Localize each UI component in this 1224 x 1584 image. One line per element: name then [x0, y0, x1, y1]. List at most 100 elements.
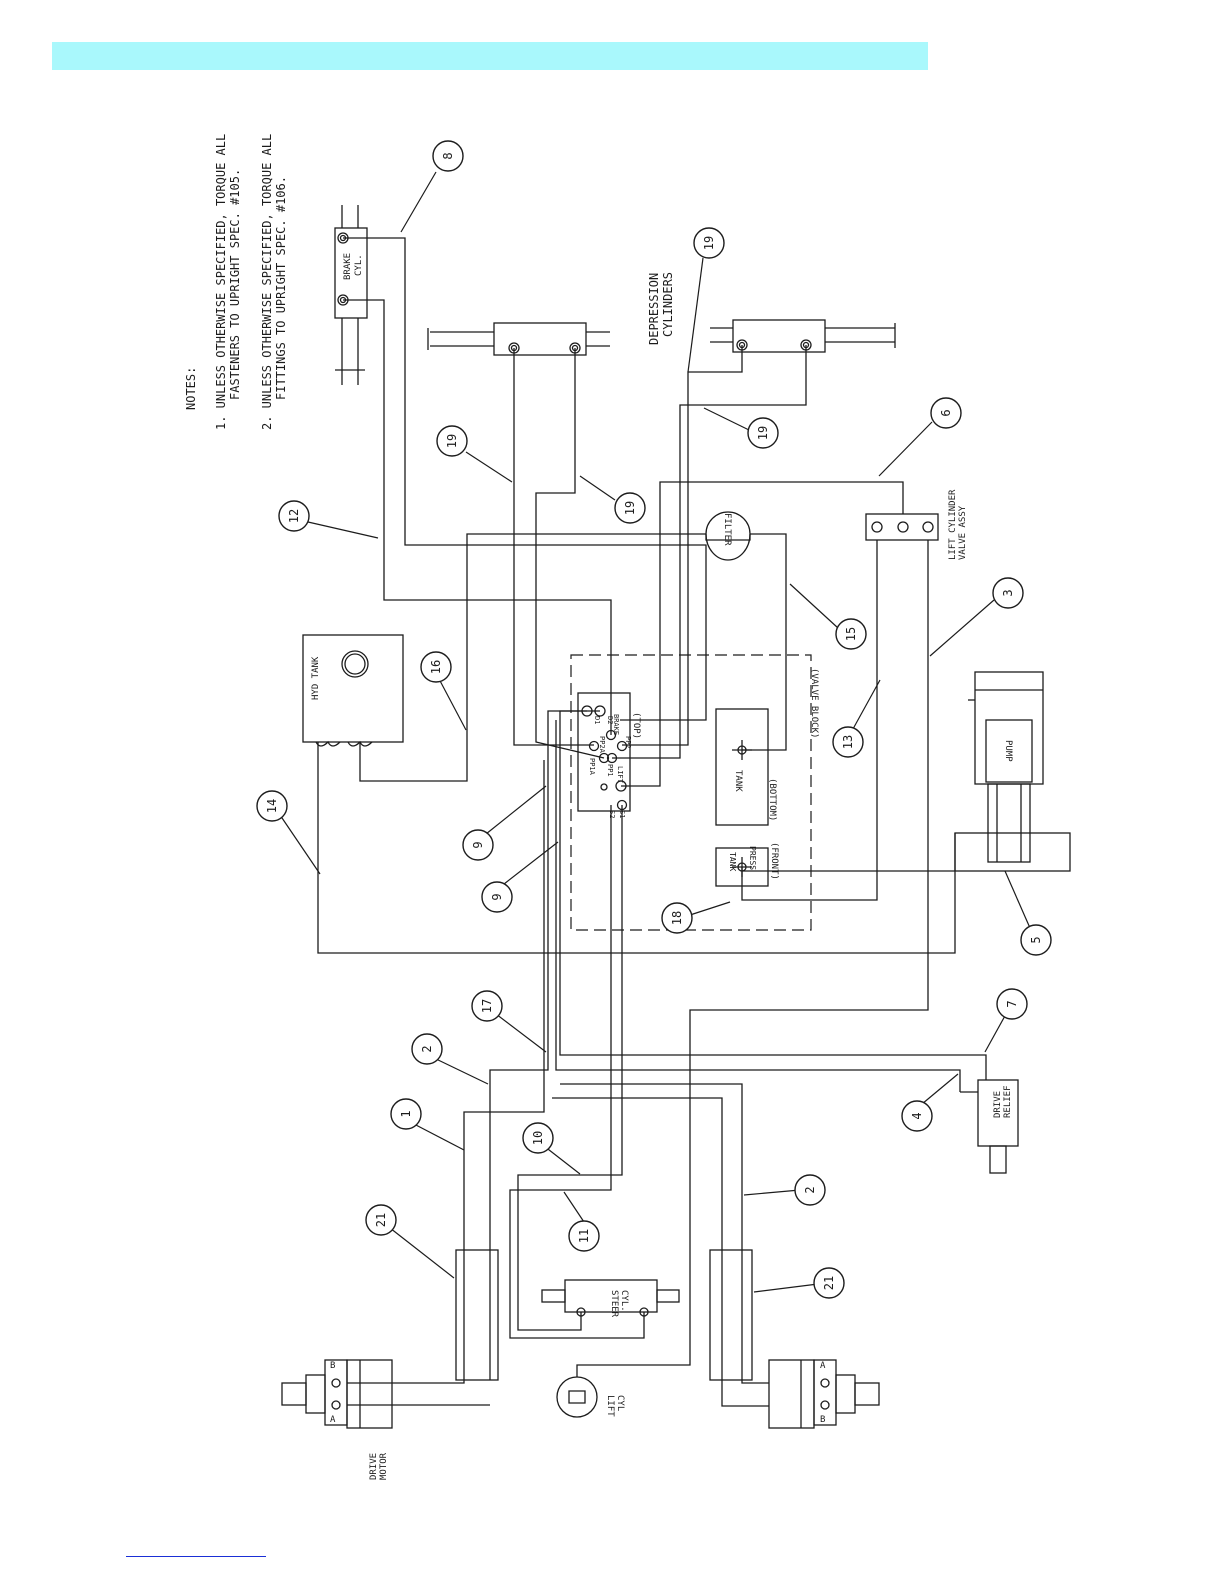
pump: PUMP	[954, 671, 1071, 872]
notes-heading: NOTES:	[184, 367, 198, 410]
callout-10: 10	[522, 1122, 554, 1154]
callout-9-lower: 9	[481, 881, 513, 913]
callout-8: 8	[432, 140, 464, 172]
svg-text:12: 12	[287, 509, 301, 523]
svg-text:14: 14	[265, 799, 279, 813]
lift-cylinder-valve-assy: LIFT CYLINDER VALVE ASSY	[865, 489, 968, 560]
drive-relief: DRIVE RELIEF	[960, 1079, 1019, 1174]
callout-2-right: 2	[794, 1174, 826, 1206]
svg-text:(VALVE BLOCK): (VALVE BLOCK)	[809, 668, 819, 738]
brake-cyl-label-2: CYL.	[354, 254, 364, 276]
callout-1: 1	[390, 1098, 422, 1130]
svg-text:BRAKE: BRAKE	[612, 714, 620, 735]
svg-text:7: 7	[1005, 1000, 1019, 1007]
svg-text:TANK: TANK	[728, 852, 737, 871]
svg-text:21: 21	[822, 1276, 836, 1290]
hose-lines	[317, 237, 987, 1407]
svg-text:15: 15	[844, 627, 858, 641]
svg-text:5: 5	[1029, 936, 1043, 943]
svg-text:PRESS: PRESS	[748, 846, 757, 870]
svg-text:19: 19	[756, 426, 770, 440]
svg-text:S2: S2	[608, 810, 616, 818]
svg-text:STEER: STEER	[609, 1290, 619, 1318]
steer-cylinder: STEER CYL.	[541, 1279, 680, 1318]
callout-19-top: 19	[693, 227, 725, 259]
svg-text:2: 2	[420, 1045, 434, 1052]
lift-cylinder: LIFT CYL	[556, 1376, 625, 1418]
note-2: 2. UNLESS OTHERWISE SPECIFIED, TORQUE AL…	[260, 134, 274, 430]
svg-text:HYD TANK: HYD TANK	[311, 656, 321, 700]
note-1: 1. UNLESS OTHERWISE SPECIFIED, TORQUE AL…	[214, 134, 228, 430]
callout-9-upper: 9	[462, 829, 494, 861]
svg-text:1: 1	[399, 1110, 413, 1117]
svg-text:B: B	[820, 1415, 825, 1425]
callout-13: 13	[832, 726, 864, 758]
svg-text:13: 13	[841, 735, 855, 749]
callout-14: 14	[256, 790, 288, 822]
note-2-cont: FITTINGS TO UPRIGHT SPEC. #106.	[274, 176, 288, 400]
svg-text:6: 6	[939, 409, 953, 416]
svg-text:11: 11	[577, 1229, 591, 1243]
valve-block: D1 D2 BRAKE PP2A PP2 PP1A PP1 LIFT S2 S1…	[570, 654, 819, 931]
svg-text:19: 19	[702, 236, 716, 250]
svg-text:RELIEF: RELIEF	[1003, 1085, 1013, 1118]
notes-block: NOTES: 1. UNLESS OTHERWISE SPECIFIED, TO…	[184, 134, 288, 430]
callout-21-left: 21	[365, 1204, 397, 1236]
note-1-cont: FASTENERS TO UPRIGHT SPEC. #105.	[228, 169, 242, 400]
svg-text:D1: D1	[593, 716, 601, 724]
svg-text:DRIVE: DRIVE	[993, 1091, 1003, 1118]
svg-text:PP1A: PP1A	[588, 758, 596, 776]
callout-15: 15	[835, 618, 867, 650]
drive-motor-right: A B	[768, 1359, 880, 1429]
header-band	[52, 42, 928, 70]
svg-text:17: 17	[480, 999, 494, 1013]
callout-16: 16	[420, 651, 452, 683]
brake-cyl-label-1: BRAKE	[343, 253, 353, 280]
svg-text:DRIVE: DRIVE	[369, 1453, 379, 1480]
svg-text:LIFT: LIFT	[605, 1395, 615, 1417]
svg-text:TANK: TANK	[733, 770, 743, 792]
callout-12: 12	[278, 500, 310, 532]
footer-link-underline[interactable]	[126, 1556, 266, 1557]
depression-cylinder-left	[427, 322, 610, 356]
callout-19-right: 19	[747, 417, 779, 449]
callout-11: 11	[568, 1220, 600, 1252]
callout-5: 5	[1020, 924, 1052, 956]
svg-text:8: 8	[441, 152, 455, 159]
svg-text:10: 10	[531, 1131, 545, 1145]
svg-text:D2: D2	[606, 716, 614, 724]
svg-text:A: A	[820, 1361, 826, 1371]
svg-text:PUMP: PUMP	[1003, 740, 1013, 762]
brake-cylinder: BRAKE CYL.	[334, 205, 368, 385]
svg-text:18: 18	[670, 911, 684, 925]
callout-6: 6	[930, 397, 962, 429]
callout-17: 17	[471, 990, 503, 1022]
svg-text:B: B	[330, 1361, 335, 1371]
svg-text:4: 4	[910, 1112, 924, 1119]
svg-text:PP1: PP1	[606, 764, 614, 777]
svg-text:19: 19	[623, 501, 637, 515]
svg-text:19: 19	[445, 434, 459, 448]
svg-text:2: 2	[803, 1186, 817, 1193]
callout-4: 4	[901, 1100, 933, 1132]
leader-lines	[279, 171, 1031, 1293]
svg-text:9: 9	[490, 893, 504, 900]
filter-label: FILTER	[722, 513, 732, 546]
callout-19-mid: 19	[614, 492, 646, 524]
callout-21-right: 21	[813, 1267, 845, 1299]
svg-text:CYL: CYL	[615, 1395, 625, 1411]
svg-text:21: 21	[374, 1213, 388, 1227]
hose-sleeve-left	[455, 1249, 499, 1381]
svg-text:MOTOR: MOTOR	[379, 1452, 389, 1480]
depression-label: DEPRESSION CYLINDERS	[647, 272, 675, 345]
svg-text:(BOTTOM): (BOTTOM)	[767, 778, 777, 821]
callout-18: 18	[661, 902, 693, 934]
callout-7: 7	[996, 988, 1028, 1020]
svg-text:9: 9	[471, 841, 485, 848]
svg-text:CYL.: CYL.	[619, 1290, 629, 1312]
svg-text:PP2A: PP2A	[598, 736, 606, 754]
filter: FILTER	[705, 511, 751, 561]
drive-motor-left: B A DRIVE MOTOR	[281, 1359, 393, 1480]
svg-text:3: 3	[1001, 589, 1015, 596]
